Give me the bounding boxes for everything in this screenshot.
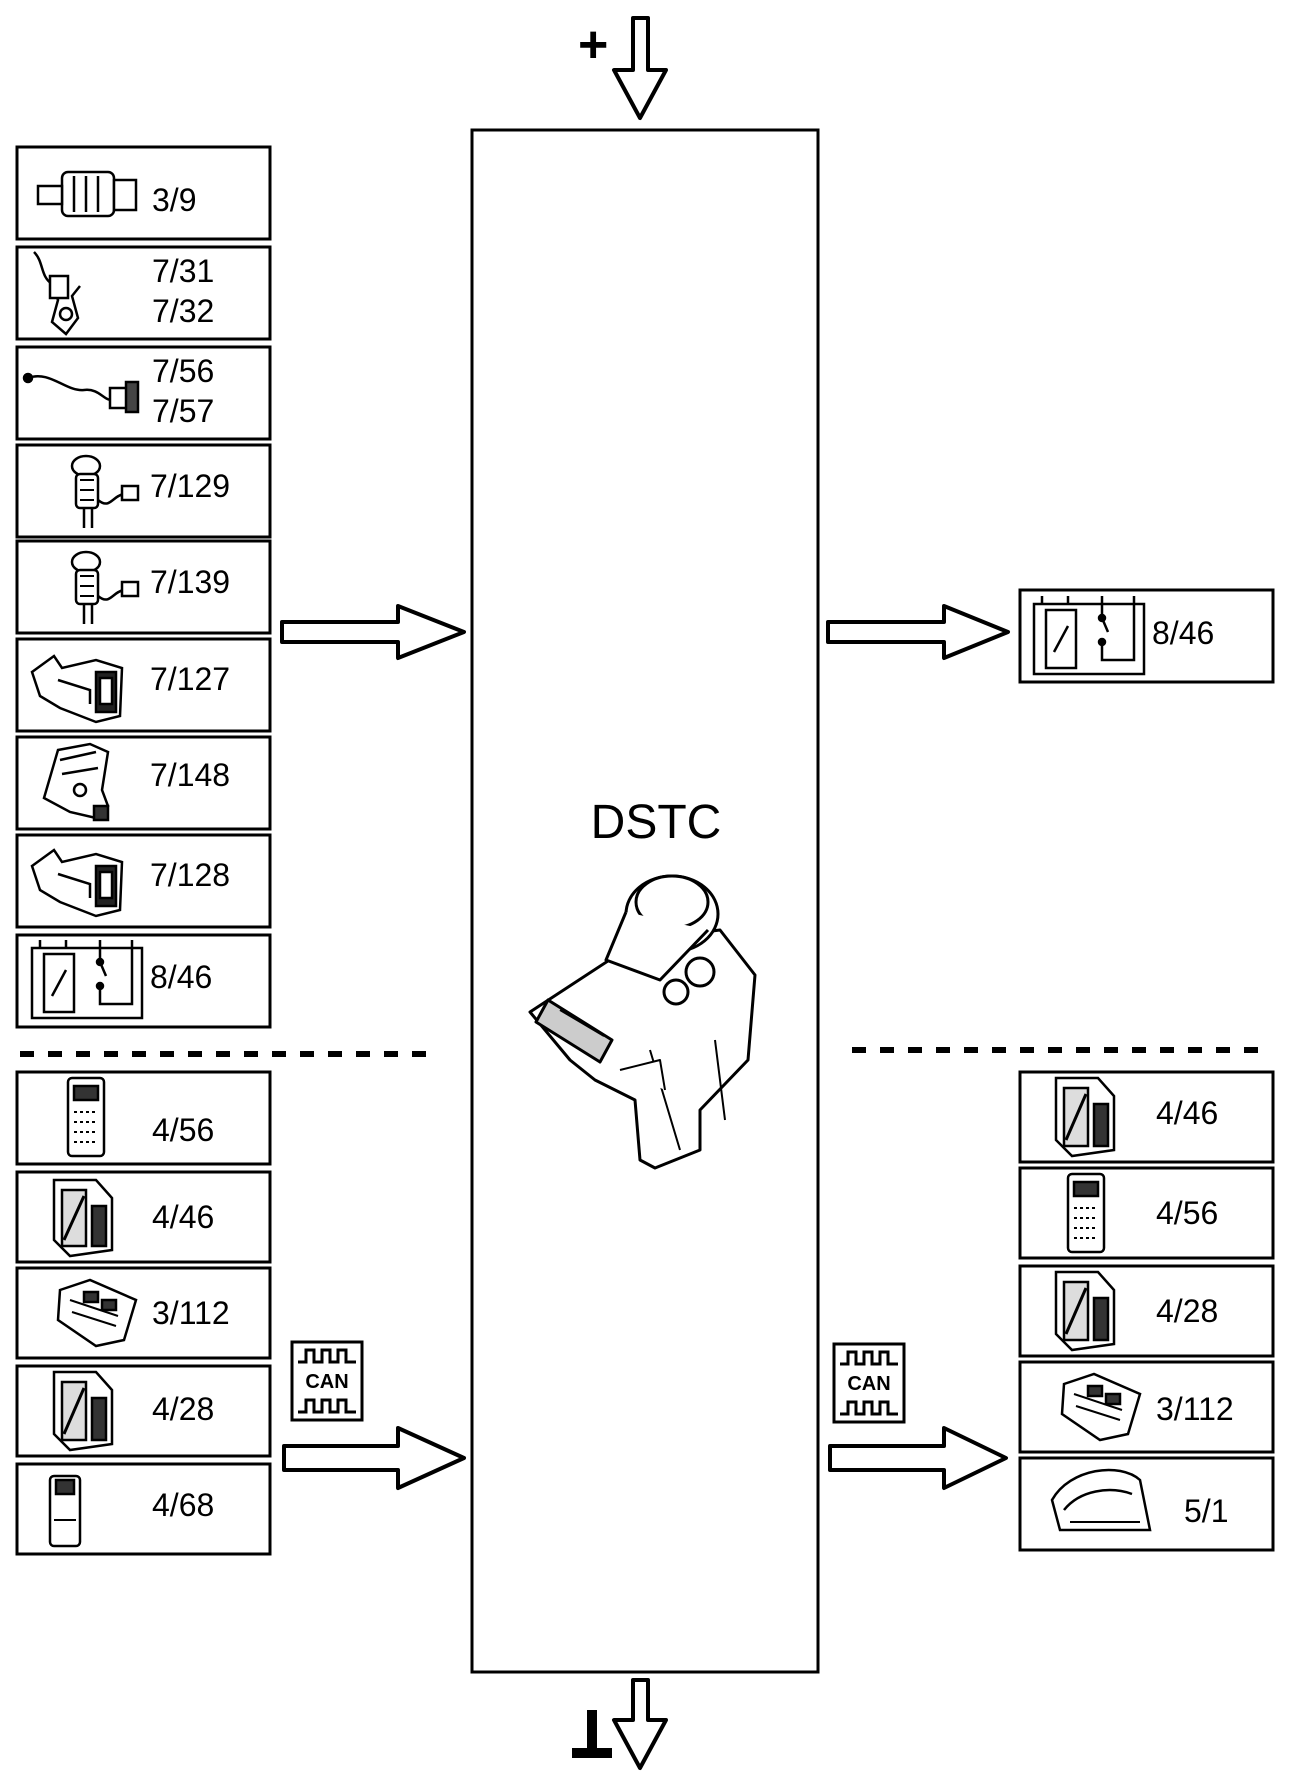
input-code: 7/128 bbox=[150, 857, 230, 893]
input-code: 3/9 bbox=[152, 182, 196, 218]
output-code: 8/46 bbox=[1152, 615, 1214, 651]
input-code: 4/46 bbox=[152, 1199, 214, 1235]
input-code: 4/68 bbox=[152, 1487, 214, 1523]
input-code: 7/56 bbox=[152, 353, 214, 389]
input-3-9: 3/9 bbox=[15, 145, 272, 241]
sensor-unit-icon bbox=[36, 170, 138, 218]
input-7-31-7-32: 7/31 7/32 bbox=[15, 245, 272, 341]
input-code: 4/56 bbox=[152, 1112, 214, 1148]
yaw-sensor-icon bbox=[30, 848, 124, 918]
input-7-139: 7/139 bbox=[15, 539, 272, 635]
control-module-icon bbox=[1054, 1076, 1116, 1158]
wheel-speed-sensor-icon bbox=[33, 251, 81, 336]
control-module-icon bbox=[66, 1076, 106, 1158]
control-module-icon bbox=[1066, 1172, 1106, 1254]
relay-switch-icon bbox=[30, 940, 144, 1020]
can-output-3-112: 3/112 bbox=[1018, 1360, 1275, 1454]
input-7-56-7-57: 7/56 7/57 bbox=[15, 345, 272, 441]
yaw-sensor-icon bbox=[30, 654, 124, 724]
input-7-129: 7/129 bbox=[15, 443, 272, 539]
output-8-46: 8/46 bbox=[1018, 588, 1275, 684]
relay-output-arrow bbox=[826, 604, 1010, 660]
can-output-4-56: 4/56 bbox=[1018, 1166, 1275, 1260]
output-code: 4/56 bbox=[1156, 1195, 1218, 1231]
input-code: 8/46 bbox=[150, 959, 212, 995]
dstc-hydraulic-unit-icon bbox=[528, 874, 757, 1170]
input-code: 7/148 bbox=[150, 757, 230, 793]
can-bus-icon-right: CAN bbox=[832, 1342, 906, 1424]
input-code-2: 7/32 bbox=[152, 293, 214, 329]
can-output-4-46: 4/46 bbox=[1018, 1070, 1275, 1164]
input-code: 7/129 bbox=[150, 468, 230, 504]
can-input-3-112: 3/112 bbox=[15, 1266, 272, 1360]
input-code: 7/127 bbox=[150, 661, 230, 697]
can-input-arrow bbox=[282, 1426, 466, 1490]
pressure-sensor-icon bbox=[70, 454, 140, 528]
control-module-icon bbox=[1054, 1270, 1116, 1352]
input-code: 7/31 bbox=[152, 253, 214, 289]
can-input-4-28: 4/28 bbox=[15, 1364, 272, 1458]
input-7-148: 7/148 bbox=[15, 735, 272, 831]
switch-module-icon bbox=[56, 1278, 138, 1348]
can-input-4-56: 4/56 bbox=[15, 1070, 272, 1166]
can-bus-icon-left: CAN bbox=[290, 1340, 364, 1422]
instrument-cluster-icon bbox=[1050, 1468, 1152, 1532]
input-code-2: 7/57 bbox=[152, 393, 214, 429]
can-input-4-46: 4/46 bbox=[15, 1170, 272, 1264]
input-8-46: 8/46 bbox=[15, 933, 272, 1029]
can-output-5-1: 5/1 bbox=[1018, 1456, 1275, 1552]
switch-module-icon bbox=[1060, 1372, 1142, 1442]
input-code: 7/139 bbox=[150, 564, 230, 600]
can-label: CAN bbox=[847, 1373, 890, 1395]
input-code: 4/28 bbox=[152, 1391, 214, 1427]
control-module-icon bbox=[52, 1370, 114, 1452]
input-code: 3/112 bbox=[152, 1295, 230, 1331]
ground-out-arrow bbox=[612, 1678, 668, 1770]
can-input-4-68: 4/68 bbox=[15, 1462, 272, 1556]
output-code: 5/1 bbox=[1184, 1493, 1228, 1529]
output-code: 3/112 bbox=[1156, 1391, 1234, 1427]
small-module-icon bbox=[48, 1474, 82, 1548]
can-output-arrow bbox=[828, 1426, 1008, 1490]
sensor-input-arrow bbox=[280, 604, 466, 660]
can-output-4-28: 4/28 bbox=[1018, 1264, 1275, 1358]
input-7-128: 7/128 bbox=[15, 833, 272, 929]
pressure-sensor-icon bbox=[70, 550, 140, 624]
plus-symbol: + bbox=[578, 16, 608, 74]
wheel-speed-sensor-cable-icon bbox=[22, 372, 140, 414]
output-code: 4/46 bbox=[1156, 1095, 1218, 1131]
ground-symbol bbox=[572, 1710, 612, 1758]
output-code: 4/28 bbox=[1156, 1293, 1218, 1329]
can-label: CAN bbox=[305, 1371, 348, 1393]
bracket-sensor-icon bbox=[42, 742, 110, 822]
dstc-label: DSTC bbox=[591, 796, 722, 849]
input-7-127: 7/127 bbox=[15, 637, 272, 733]
control-module-icon bbox=[52, 1178, 114, 1258]
power-in-arrow bbox=[612, 16, 668, 120]
relay-switch-icon bbox=[1032, 596, 1146, 676]
